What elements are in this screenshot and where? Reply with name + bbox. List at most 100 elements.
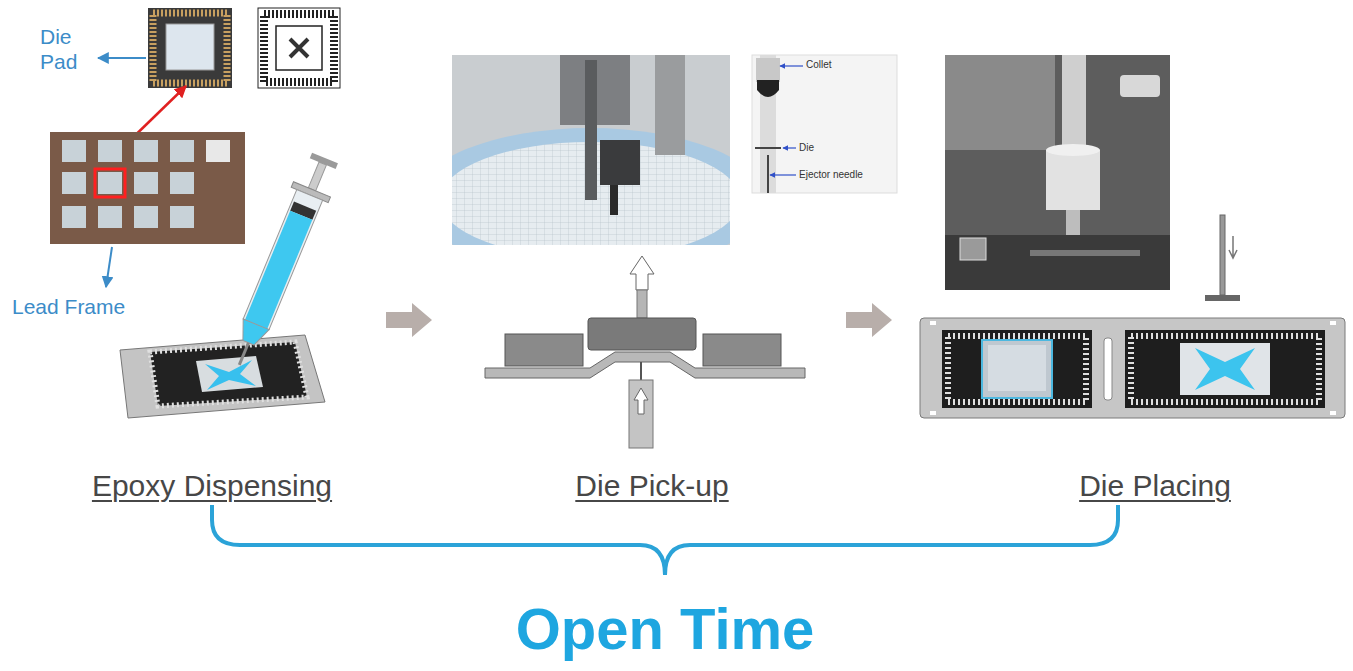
collet-diagram xyxy=(767,155,769,193)
lead-frame-strip xyxy=(920,318,1345,418)
lead-frame-strip xyxy=(942,330,1092,408)
bonder-photo xyxy=(1062,55,1086,155)
collet-diagram xyxy=(756,58,780,82)
lead-frame-strip xyxy=(948,336,1086,402)
bonder-photo xyxy=(1046,144,1100,156)
ejector-mechanism xyxy=(703,334,781,366)
lead-frame-strip xyxy=(920,318,1345,418)
bonder-photo xyxy=(1046,150,1100,210)
lead-frame-strip xyxy=(982,340,1052,398)
leader-line xyxy=(98,57,146,59)
part-label: Collet xyxy=(806,59,832,71)
syringe xyxy=(243,190,322,330)
lead-frame-strip xyxy=(1180,343,1270,395)
ejector-mechanism xyxy=(630,256,654,290)
ejector-mechanism xyxy=(640,362,642,380)
lead-frame-photo xyxy=(98,206,122,228)
part-label: Ejector needle xyxy=(799,169,863,181)
lead-frame-package xyxy=(196,356,263,392)
package-icon xyxy=(258,8,340,88)
syringe xyxy=(221,150,344,372)
step-caption: Die Pick-up xyxy=(575,468,728,504)
ejector-mechanism xyxy=(485,256,805,448)
process-step: Die Placing xyxy=(900,0,1340,520)
process-step: Epoxy Dispensing xyxy=(20,0,380,520)
bonder-photo xyxy=(960,238,986,260)
lead-frame-photo xyxy=(134,172,158,194)
lead-frame-strip xyxy=(1104,338,1112,400)
lead-frame-photo xyxy=(170,172,194,194)
lead-frame-package xyxy=(120,335,325,418)
package-icon xyxy=(290,39,308,57)
lead-frame-photo xyxy=(170,206,194,228)
bonder-photo xyxy=(945,55,1055,150)
bonder-photo xyxy=(945,55,1170,290)
bracket-label: Open Time xyxy=(516,594,815,664)
lead-frame-photo xyxy=(98,140,122,162)
ejector-mechanism xyxy=(637,290,647,318)
bond-tool-icon xyxy=(1205,295,1240,301)
lead-frame-strip xyxy=(1125,330,1325,408)
part-label: Lead Frame xyxy=(12,294,125,319)
wafer-photo xyxy=(610,185,618,215)
lead-frame-strip xyxy=(930,321,936,325)
collet-diagram xyxy=(783,147,796,148)
syringe xyxy=(245,211,312,329)
wafer-photo xyxy=(600,140,640,185)
die-pad-photo xyxy=(148,8,232,88)
lead-frame-strip xyxy=(1330,321,1336,325)
collet-diagram xyxy=(752,55,897,193)
lead-frame-strip xyxy=(1131,336,1319,402)
wafer-photo xyxy=(585,60,597,200)
ejector-mechanism xyxy=(588,318,696,350)
lead-frame-photo xyxy=(62,172,86,194)
lead-frame-photo xyxy=(50,132,245,244)
ejector-mechanism xyxy=(505,334,583,366)
bond-tool-icon xyxy=(1220,215,1225,295)
lead-frame-photo xyxy=(50,132,245,244)
flow-arrow xyxy=(386,303,432,337)
lead-frame-photo xyxy=(62,140,86,162)
lead-frame-strip xyxy=(1330,411,1336,415)
lead-frame-photo xyxy=(98,172,122,194)
lead-frame-strip xyxy=(1195,348,1255,390)
bonder-photo xyxy=(1030,250,1140,256)
lead-frame-photo xyxy=(134,206,158,228)
syringe xyxy=(236,319,270,348)
lead-frame-photo xyxy=(206,140,230,162)
step-caption: Die Placing xyxy=(1079,468,1231,504)
wafer-photo xyxy=(655,55,685,155)
bond-tool-icon xyxy=(1205,215,1240,301)
ejector-mechanism xyxy=(629,380,653,448)
lead-frame-photo xyxy=(134,140,158,162)
package-icon xyxy=(258,8,340,88)
step-caption: Epoxy Dispensing xyxy=(92,468,332,504)
lead-frame-package xyxy=(205,360,256,390)
package-icon xyxy=(264,14,334,82)
open-time-bracket xyxy=(212,505,1118,575)
collet-diagram xyxy=(752,55,897,193)
leader-line xyxy=(106,247,112,287)
die-pad-photo xyxy=(166,24,214,70)
flow-arrow xyxy=(846,303,892,337)
bonder-photo xyxy=(1066,210,1080,235)
bonder-photo xyxy=(945,235,1170,290)
collet-diagram xyxy=(770,174,796,175)
lead-frame-strip xyxy=(930,411,936,415)
die-pad-photo xyxy=(148,8,232,88)
open-time-bracket xyxy=(212,505,1118,575)
process-step: Die Pick-up xyxy=(440,0,840,520)
lead-frame-photo xyxy=(62,206,86,228)
part-label: Die Pad xyxy=(40,24,98,74)
ejector-mechanism xyxy=(634,388,648,414)
syringe xyxy=(308,162,326,191)
package-icon xyxy=(276,26,322,70)
bonder-photo xyxy=(945,55,1170,290)
bonder-photo xyxy=(1120,75,1160,97)
die-pad-photo xyxy=(153,13,227,83)
lead-frame-photo xyxy=(170,140,194,162)
collet-diagram xyxy=(780,65,803,66)
wafer-photo xyxy=(452,55,730,245)
lead-frame-strip xyxy=(988,345,1046,391)
